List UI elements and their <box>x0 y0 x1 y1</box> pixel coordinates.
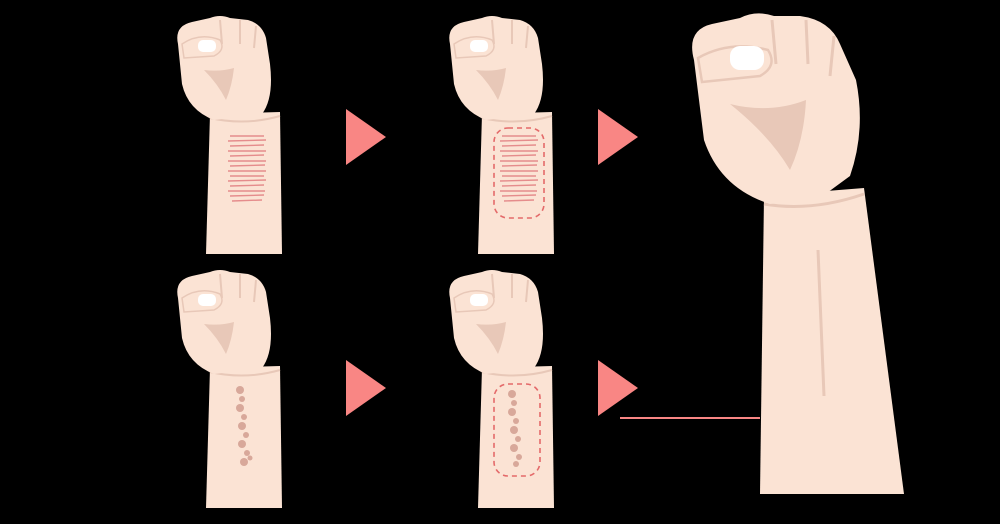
arm-dotted-scars-before <box>176 269 283 509</box>
dotted-scars-icon <box>236 386 253 466</box>
treatment-area-outline <box>493 127 545 219</box>
arm-dotted-scars-marked <box>448 269 555 509</box>
arrow-right-icon <box>346 109 386 165</box>
linear-scars-icon <box>227 135 267 202</box>
treatment-area-outline <box>493 383 541 477</box>
arrow-right-icon <box>598 109 638 165</box>
arrow-right-icon <box>598 360 638 416</box>
dotted-scars-icon <box>508 390 522 467</box>
linear-scars-icon <box>499 135 539 202</box>
arm-linear-scars-before <box>176 15 283 255</box>
nail <box>730 46 764 70</box>
arrow-right-icon <box>346 360 386 416</box>
arm-linear-scars-marked <box>448 15 555 255</box>
arm-healed-after <box>692 13 904 494</box>
